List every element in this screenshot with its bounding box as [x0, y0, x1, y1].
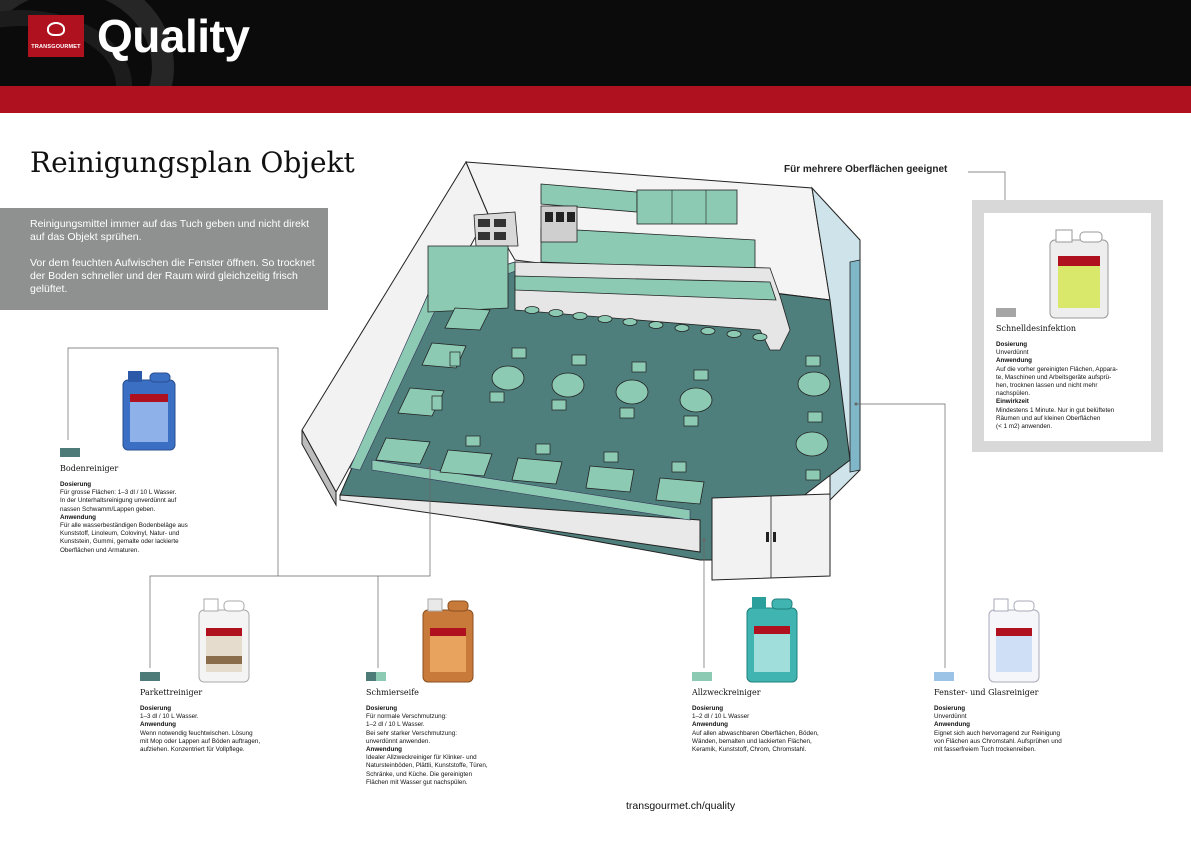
text-line: (< 1 m2) anwenden.: [996, 423, 1053, 431]
text-line: Wenn notwendig feuchtwischen. Lösung: [140, 729, 253, 737]
text-line: Auf die vorher gereinigten Flächen, Appa…: [996, 365, 1118, 373]
fenster-swatch: [934, 672, 954, 681]
disinf-text: Dosierung Unverdünnt Anwendung Auf die v…: [996, 341, 1118, 431]
text-line: Dosierung: [366, 705, 398, 712]
page-title: Reinigungsplan Objekt: [30, 146, 355, 179]
text-line: Dosierung: [996, 341, 1028, 348]
transgourmet-logo-icon: [47, 22, 65, 36]
text-line: Dosierung: [140, 705, 172, 712]
canister-icon: [1049, 229, 1109, 319]
text-line: Unverdünnt: [996, 349, 1029, 357]
text-line: te, Maschinen und Arbeitsgeräte aufsprü-: [996, 373, 1112, 381]
text-line: Keramik, Kunststoff, Chrom, Chromstahl.: [692, 746, 807, 754]
text-line: 1–2 dl / 10 L Wasser: [692, 713, 750, 721]
logo-text: TRANSGOURMET: [31, 44, 81, 50]
text-line: Oberflächen und Armaturen.: [60, 546, 140, 554]
transgourmet-logo[interactable]: TRANSGOURMET: [28, 15, 84, 57]
text-line: Schränke, und Küche. Die gereinigten: [366, 770, 473, 778]
text-line: Räumen und auf kleinen Oberflächen: [996, 414, 1101, 422]
disinf-name: Schnelldesinfektion: [996, 324, 1077, 333]
parkett-name: Parkettreiniger: [140, 688, 203, 697]
schmierseife-swatch-a: [366, 672, 376, 681]
text-line: Dosierung: [692, 705, 724, 712]
text-line: nassen Schwamm/Lappen geben.: [60, 505, 156, 513]
text-line: Anwendung: [934, 721, 971, 729]
info-paragraph-1: Reinigungsmittel immer auf das Tuch gebe…: [30, 218, 309, 243]
bodenreiniger-swatch: [60, 448, 80, 457]
text-line: Kunststoff, Linoleum, Colovinyl, Natur- …: [60, 530, 180, 538]
text-line: nachspülen.: [996, 390, 1030, 398]
schmierseife-swatch-b: [376, 672, 386, 681]
text-line: hen, trocknen lassen und nicht mehr: [996, 382, 1098, 390]
text-line: Dosierung: [60, 481, 92, 488]
text-line: Bei sehr starker Verschmutzung:: [366, 729, 457, 737]
text-line: Mindestens 1 Minute. Nur in gut belüftet…: [996, 406, 1115, 414]
info-box: Reinigungsmittel immer auf das Tuch gebe…: [0, 208, 328, 310]
text-line: 1–3 dl / 10 L Wasser.: [140, 713, 199, 721]
text-line: Eignet sich auch hervorragend zur Reinig…: [934, 729, 1061, 737]
footer-url-link[interactable]: transgourmet.ch/quality: [626, 800, 736, 812]
text-line: Natursteinböden, Plättli, Kunststoffe, T…: [366, 762, 488, 770]
text-line: Anwendung: [996, 357, 1033, 365]
text-line: Kunststein, Gummi, gemalte oder lackiert…: [60, 538, 179, 546]
text-line: Unverdünnt: [934, 713, 967, 721]
allzweck-swatch: [692, 672, 712, 681]
text-line: von Flächen aus Chromstahl. Aufsprühen u…: [934, 737, 1062, 745]
allzweck-name: Allzweckreiniger: [692, 688, 761, 697]
bodenreiniger-text: Dosierung Für grosse Flächen: 1–3 dl / 1…: [60, 481, 188, 555]
text-line: In der Unterhaltsreinigung unverdünnt au…: [60, 497, 177, 505]
red-accent-bar: [0, 86, 1191, 113]
fenster-text: Dosierung Unverdünnt Anwendung Eignet si…: [934, 705, 1062, 754]
text-line: mit Mop oder Lappen auf Böden auftragen,: [140, 737, 261, 745]
text-line: Idealer Allzweckreiniger für Klinker- un…: [366, 754, 477, 762]
brand-title: Quality: [97, 10, 250, 62]
text-line: Dosierung: [934, 705, 966, 712]
allzweck-text: Dosierung 1–2 dl / 10 L Wasser Anwendung…: [692, 705, 819, 754]
text-line: mit fasserfreiem Tuch trockenreiben.: [934, 746, 1036, 754]
parkett-swatch: [140, 672, 160, 681]
bodenreiniger-name: Bodenreiniger: [60, 464, 119, 473]
text-line: Flächen mit Wasser gut nachspülen.: [366, 778, 468, 786]
text-line: Für normale Verschmutzung:: [366, 713, 447, 721]
text-line: Anwendung: [140, 721, 177, 729]
info-paragraph-2: Vor dem feuchten Aufwischen die Fenster …: [30, 257, 315, 295]
text-line: Anwendung: [60, 513, 97, 521]
text-line: Auf allen abwaschbaren Oberflächen, Böde…: [692, 729, 819, 737]
text-line: Anwendung: [692, 721, 729, 729]
text-line: Wänden, bemalten und lackierten Flächen,: [692, 737, 812, 745]
canister-icon: [122, 371, 176, 451]
text-line: Einwirkzeit: [996, 398, 1029, 406]
multi-surface-label: Für mehrere Oberflächen geeignet: [784, 164, 948, 175]
canister-icon: [746, 597, 798, 683]
disinf-swatch: [996, 308, 1016, 317]
schmierseife-text: Dosierung Für normale Verschmutzung: 1–2…: [366, 705, 488, 787]
canister-icon: [198, 598, 250, 683]
canister-icon: [988, 598, 1040, 683]
header-bar: TRANSGOURMET Quality: [0, 0, 1191, 86]
text-line: 1–2 dl / 10 L Wasser.: [366, 721, 425, 729]
text-line: aufziehen. Konzentriert für Vollpflege.: [140, 746, 245, 754]
text-line: Für alle wasserbeständigen Bodenbeläge a…: [60, 522, 188, 530]
text-line: Für grosse Flächen: 1–3 dl / 10 L Wasser…: [60, 489, 177, 497]
text-line: unverdünnt anwenden.: [366, 737, 431, 745]
fenster-name: Fenster- und Glasreiniger: [934, 688, 1039, 697]
text-line: Anwendung: [366, 746, 403, 754]
canister-icon: [422, 598, 474, 683]
parkett-text: Dosierung 1–3 dl / 10 L Wasser. Anwendun…: [140, 705, 260, 754]
schmierseife-name: Schmierseife: [366, 688, 419, 697]
